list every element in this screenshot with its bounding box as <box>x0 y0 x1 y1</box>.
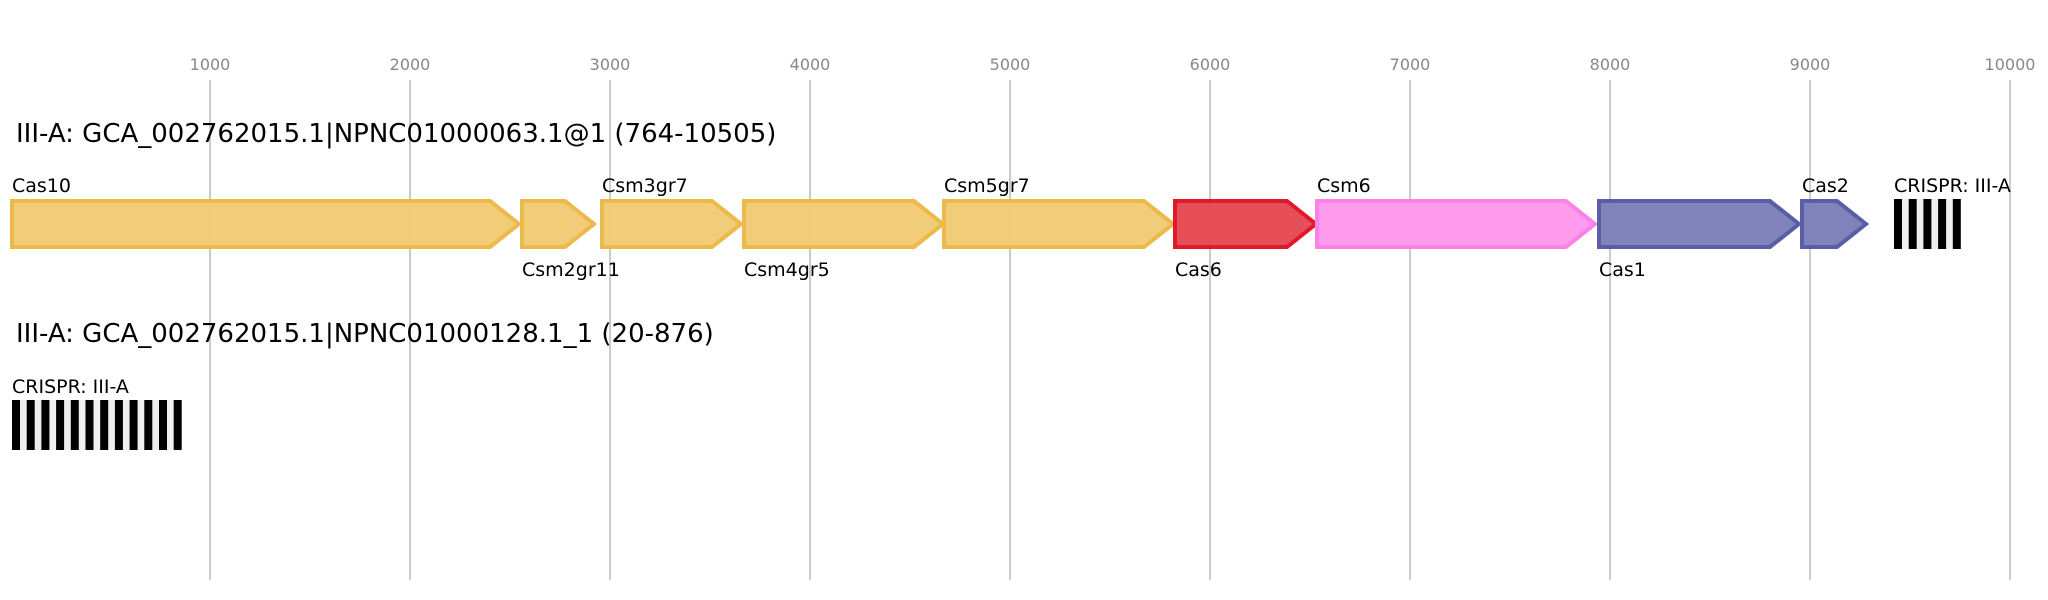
gene-label: Csm2gr11 <box>522 259 620 281</box>
crispr-repeat <box>114 400 123 450</box>
crispr-label: CRISPR: III-A <box>12 376 129 398</box>
crispr-repeat <box>129 400 138 450</box>
crispr-repeat <box>85 400 94 450</box>
gene-label: Csm4gr5 <box>744 259 830 281</box>
axis-tick-label: 3000 <box>590 55 631 74</box>
gene-arrow-cas6 <box>1173 199 1320 249</box>
crispr-repeat <box>12 400 20 450</box>
crispr-repeat <box>26 400 35 450</box>
crispr-repeat <box>144 400 153 450</box>
crispr-repeat <box>173 400 182 450</box>
crispr-repeat <box>41 400 50 450</box>
gene-label: Csm5gr7 <box>944 175 1030 197</box>
axis-tick-label: 5000 <box>990 55 1031 74</box>
crispr-repeat <box>1923 199 1932 249</box>
axis-tick-label: 10000 <box>1985 55 2036 74</box>
crispr-array-background <box>12 400 182 450</box>
gene-label: Csm6 <box>1317 175 1371 197</box>
axis-tick-label: 7000 <box>1390 55 1431 74</box>
crispr-repeat <box>1938 199 1947 249</box>
gene-arrow-cas10 <box>10 199 523 249</box>
gene-label: Cas1 <box>1599 259 1646 281</box>
crispr-repeat <box>159 400 167 450</box>
gene-arrow-csm5gr7 <box>942 199 1177 249</box>
gene-arrow-csm3gr7 <box>600 199 745 249</box>
gene-arrow-cas2 <box>1800 199 1870 249</box>
gene-arrow-csm6 <box>1315 199 1599 249</box>
axis-tick-label: 6000 <box>1190 55 1231 74</box>
crispr-repeat <box>100 400 109 450</box>
axis-tick-label: 2000 <box>390 55 431 74</box>
locus-track: III-A: GCA_002762015.1|NPNC01000063.1@1 … <box>10 119 2011 281</box>
crispr-repeat <box>1952 199 1961 249</box>
crispr-repeat <box>1908 199 1917 249</box>
gene-label: Csm3gr7 <box>602 175 688 197</box>
locus-title: III-A: GCA_002762015.1|NPNC01000063.1@1 … <box>16 119 776 149</box>
gene-arrow-csm4gr5 <box>742 199 947 249</box>
crispr-repeat <box>70 400 79 450</box>
axis-tick-label: 8000 <box>1590 55 1631 74</box>
axis-tick-label: 4000 <box>790 55 831 74</box>
locus-title: III-A: GCA_002762015.1|NPNC01000128.1_1 … <box>16 319 714 349</box>
locus-track: III-A: GCA_002762015.1|NPNC01000128.1_1 … <box>12 319 714 450</box>
crispr-repeat <box>1894 199 1902 249</box>
crispr-repeat <box>56 400 65 450</box>
gene-label: Cas10 <box>12 175 71 197</box>
gene-label: Cas6 <box>1175 259 1222 281</box>
crispr-label: CRISPR: III-A <box>1894 175 2011 197</box>
axis-tick-label: 9000 <box>1790 55 1831 74</box>
axis-tick-label: 1000 <box>190 55 231 74</box>
gene-label: Cas2 <box>1802 175 1849 197</box>
gene-arrow-cas1 <box>1597 199 1803 249</box>
gene-arrow-csm2gr11 <box>520 199 598 249</box>
